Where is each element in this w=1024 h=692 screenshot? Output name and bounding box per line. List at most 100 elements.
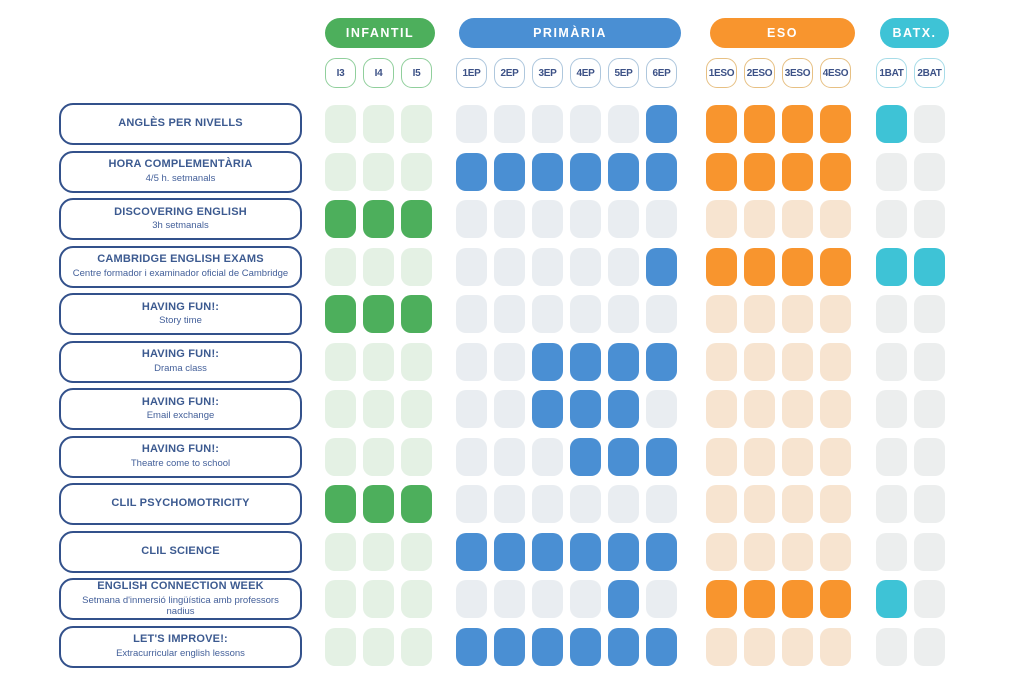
cell-i5 (401, 390, 432, 428)
cell-5ep-active (608, 152, 639, 191)
cell-group-eso (706, 152, 851, 191)
cell-group-infantil (325, 390, 432, 428)
cell-i4 (363, 342, 394, 381)
program-subtitle: Story time (159, 315, 202, 327)
cell-1eso-active (706, 152, 737, 191)
cell-i5 (401, 437, 432, 476)
program-subtitle: Email exchange (146, 410, 215, 422)
cell-i5 (401, 247, 432, 286)
cell-2ep (494, 247, 525, 286)
cell-group-infantil (325, 152, 432, 191)
cell-2eso (744, 200, 775, 238)
program-row: CLIL PSYCHOMOTRICITY (0, 483, 1024, 525)
cell-i4 (363, 580, 394, 618)
column-chip-2bat: 2BAT (914, 58, 945, 88)
cell-group-eso (706, 485, 851, 523)
program-row: HAVING FUN!:Drama class (0, 340, 1024, 383)
cell-1eso (706, 485, 737, 523)
cell-1eso (706, 390, 737, 428)
cell-group-primaria (456, 342, 677, 381)
cell-i5-active (401, 295, 432, 333)
cell-i4 (363, 105, 394, 143)
cell-2bat-active (914, 247, 945, 286)
cell-5ep-active (608, 342, 639, 381)
cell-group-batx (876, 200, 945, 238)
program-subtitle: Drama class (154, 362, 207, 374)
cell-group-infantil (325, 627, 432, 666)
cell-5ep (608, 485, 639, 523)
column-chip-2ep: 2EP (494, 58, 525, 88)
cell-6ep (646, 200, 677, 238)
cell-6ep (646, 485, 677, 523)
cell-i5-active (401, 485, 432, 523)
cell-group-infantil (325, 105, 432, 143)
cell-4eso (820, 437, 851, 476)
cell-i3 (325, 105, 356, 143)
cell-3eso (782, 627, 813, 666)
cell-group-primaria (456, 295, 677, 333)
cell-2bat (914, 105, 945, 143)
cell-3eso (782, 485, 813, 523)
cell-2ep (494, 580, 525, 618)
cell-group-infantil (325, 247, 432, 286)
cell-4ep (570, 247, 601, 286)
cell-group-eso (706, 200, 851, 238)
cell-group-primaria (456, 247, 677, 286)
cell-2ep-active (494, 627, 525, 666)
column-chip-6ep: 6EP (646, 58, 677, 88)
cell-i5 (401, 152, 432, 191)
column-chip-i5: I5 (401, 58, 432, 88)
cell-2ep-active (494, 532, 525, 571)
cell-4ep (570, 485, 601, 523)
cell-group-infantil (325, 342, 432, 381)
column-chip-1ep: 1EP (456, 58, 487, 88)
cell-4eso-active (820, 152, 851, 191)
cell-i3-active (325, 485, 356, 523)
cell-4eso-active (820, 247, 851, 286)
column-chip-i3: I3 (325, 58, 356, 88)
cell-3ep (532, 295, 563, 333)
cell-5ep-active (608, 580, 639, 618)
cell-1bat (876, 152, 907, 191)
cell-3eso (782, 200, 813, 238)
cell-group-infantil (325, 532, 432, 571)
cell-group-eso (706, 437, 851, 476)
cell-i3 (325, 532, 356, 571)
cell-1ep (456, 437, 487, 476)
cell-6ep-active (646, 532, 677, 571)
cell-5ep-active (608, 532, 639, 571)
cell-1eso (706, 342, 737, 381)
program-label: ANGLÈS PER NIVELLS (59, 103, 302, 145)
cell-group-primaria (456, 200, 677, 238)
program-row: LET'S IMPROVE!:Extracurricular english l… (0, 625, 1024, 668)
cell-4ep (570, 295, 601, 333)
cell-3ep-active (532, 152, 563, 191)
cell-1eso (706, 627, 737, 666)
cell-3ep (532, 105, 563, 143)
program-subtitle: 4/5 h. setmanals (145, 172, 216, 184)
cell-1eso (706, 532, 737, 571)
cell-6ep-active (646, 342, 677, 381)
program-label: HAVING FUN!:Theatre come to school (59, 435, 302, 478)
cell-2eso (744, 342, 775, 381)
cell-4eso-active (820, 105, 851, 143)
cell-6ep (646, 295, 677, 333)
cell-group-primaria (456, 580, 677, 618)
program-row: ANGLÈS PER NIVELLS (0, 103, 1024, 145)
cell-i3 (325, 247, 356, 286)
cell-i4 (363, 627, 394, 666)
cell-4ep-active (570, 437, 601, 476)
program-subtitle: Centre formador i examinador oficial de … (72, 267, 289, 279)
cell-2bat (914, 152, 945, 191)
program-title: HAVING FUN!: (141, 395, 220, 408)
cell-2eso-active (744, 152, 775, 191)
cell-group-batx (876, 485, 945, 523)
cell-group-infantil (325, 485, 432, 523)
